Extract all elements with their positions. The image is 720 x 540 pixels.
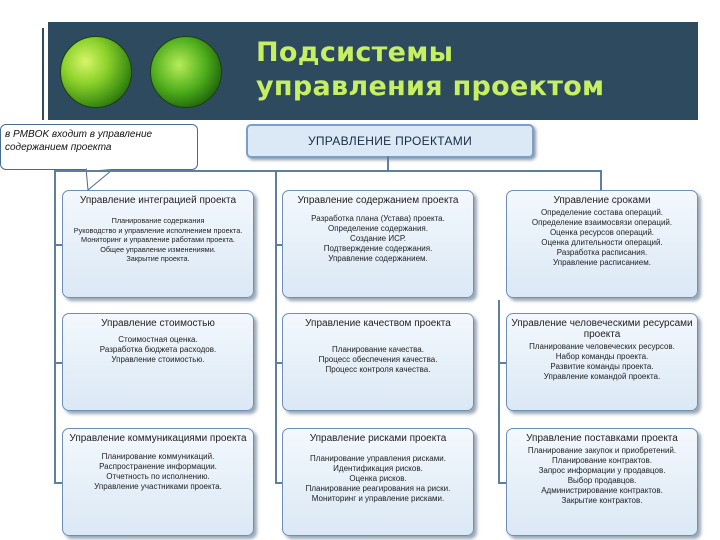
detail-line: Закрытие контрактов. bbox=[561, 496, 643, 505]
node-details: Планирование человеческих ресурсов. Набо… bbox=[511, 342, 693, 382]
callout-tail bbox=[86, 168, 113, 190]
node-details: Планирование закупок и приобретений. Пла… bbox=[511, 446, 693, 506]
detail-line: Процесс обеспечения качества. bbox=[318, 355, 438, 364]
detail-line: Управление содержанием. bbox=[328, 254, 428, 263]
connector-left-r1 bbox=[54, 244, 63, 246]
node-quality: Управление качеством проекта Планировани… bbox=[282, 313, 474, 411]
detail-line: Оценка длительности операций. bbox=[541, 238, 663, 247]
node-details: Планирование управления рисками. Идентиф… bbox=[287, 454, 469, 504]
detail-line: Планирование управления рисками. bbox=[310, 454, 446, 463]
connector-left-r2 bbox=[54, 362, 63, 364]
main-node: УПРАВЛЕНИЕ ПРОЕКТАМИ bbox=[246, 124, 534, 158]
detail-line: Планирование человеческих ресурсов. bbox=[529, 342, 675, 351]
node-title: Управление содержанием проекта bbox=[297, 195, 459, 206]
connector-horizontal bbox=[54, 170, 600, 172]
detail-line: Набор команды проекта. bbox=[555, 352, 649, 361]
detail-line: Идентификация рисков. bbox=[333, 464, 423, 473]
node-details: Определение состава операций. Определени… bbox=[511, 208, 693, 268]
node-communications: Управление коммуникациями проекта Планир… bbox=[62, 428, 254, 536]
detail-line: Планирование закупок и приобретений. bbox=[527, 446, 677, 455]
detail-line: Процесс контроля качества. bbox=[325, 365, 431, 374]
detail-line: Управление стоимостью. bbox=[111, 355, 205, 364]
detail-line: Запрос информации у продавцов. bbox=[538, 466, 666, 475]
connector-right-inner-trunk bbox=[498, 300, 500, 484]
detail-line: Планирование качества. bbox=[332, 345, 424, 354]
detail-line: Оценка ресурсов операций. bbox=[549, 228, 655, 237]
node-procurement: Управление поставками проекта Планирован… bbox=[506, 428, 698, 536]
detail-line: Отчетность по исполнению. bbox=[106, 472, 210, 481]
detail-line: Управление участниками проекта. bbox=[94, 482, 222, 491]
node-title: Управление человеческими ресурсами проек… bbox=[511, 318, 693, 340]
node-risk: Управление рисками проекта Планирование … bbox=[282, 428, 474, 536]
detail-line: Администрирование контрактов. bbox=[541, 486, 663, 495]
detail-line: Общее управление изменениями. bbox=[100, 244, 216, 254]
detail-line: Закрытие проекта. bbox=[126, 254, 190, 264]
detail-line: Планирование коммуникаций. bbox=[101, 452, 215, 461]
connector-r3-right bbox=[498, 482, 507, 484]
connector-mid-trunk bbox=[275, 170, 277, 484]
title-line-1: Подсистемы bbox=[256, 37, 454, 68]
node-integration: Управление интеграцией проекта Планирова… bbox=[62, 190, 254, 298]
node-title: Управление качеством проекта bbox=[305, 318, 451, 329]
node-title: Управление интеграцией проекта bbox=[79, 195, 237, 206]
connector-left-r3 bbox=[54, 482, 63, 484]
node-time: Управление сроками Определение состава о… bbox=[506, 190, 698, 298]
detail-line: Мониторинг и управление рисками. bbox=[311, 494, 445, 503]
detail-line: Стоимостная оценка. bbox=[118, 335, 198, 344]
detail-line: Планирование содержания bbox=[111, 216, 205, 225]
node-details: Планирование качества. Процесс обеспечен… bbox=[287, 345, 469, 375]
connector-r2r3-right bbox=[498, 362, 507, 364]
header: Подсистемы управления проектом bbox=[0, 0, 720, 120]
connector-mid-r1 bbox=[275, 244, 283, 246]
leaf-image-2 bbox=[150, 36, 222, 108]
detail-line: Планирование реагирования на риски. bbox=[305, 484, 451, 493]
leaf-image-1 bbox=[60, 36, 132, 108]
connector-left-trunk bbox=[54, 170, 56, 484]
node-scope: Управление содержанием проекта Разработк… bbox=[282, 190, 474, 298]
detail-line: Определение состава операций. bbox=[540, 208, 664, 217]
detail-line: Определение взаимосвязи операций. bbox=[531, 218, 673, 227]
detail-line: Определение содержания. bbox=[328, 224, 428, 233]
node-details: Планирование коммуникаций. Распространен… bbox=[67, 452, 249, 492]
node-title: Управление поставками проекта bbox=[526, 433, 678, 444]
node-title: Управление стоимостью bbox=[101, 318, 215, 329]
node-title: Управление сроками bbox=[553, 195, 651, 206]
detail-line: Разработка бюджета расходов. bbox=[99, 345, 217, 354]
title-line-2: управления проектом bbox=[256, 71, 605, 102]
detail-line: Разработка плана (Устава) проекта. bbox=[311, 214, 445, 223]
page-title: Подсистемы управления проектом bbox=[256, 36, 696, 104]
detail-line: Разработка расписания. bbox=[556, 248, 648, 257]
detail-line: Распространение информации. bbox=[99, 462, 217, 471]
connector-mid-r3 bbox=[275, 482, 283, 484]
node-details: Разработка плана (Устава) проекта. Опред… bbox=[287, 214, 469, 264]
detail-line: Мониторинг и управление работами проекта… bbox=[81, 235, 235, 245]
pmbok-callout: в PMBOK входит в управление содержанием … bbox=[0, 124, 198, 170]
detail-line: Управление командой проекта. bbox=[543, 372, 661, 381]
band-edge bbox=[42, 28, 44, 120]
node-title: Управление коммуникациями проекта bbox=[69, 433, 247, 444]
detail-line: Планирование контрактов. bbox=[552, 456, 652, 465]
node-hr: Управление человеческими ресурсами проек… bbox=[506, 313, 698, 411]
detail-line: Выбор продавцов. bbox=[567, 476, 637, 485]
connector-main-down bbox=[387, 156, 389, 170]
detail-line: Управление расписанием. bbox=[553, 258, 651, 267]
node-details: Стоимостная оценка. Разработка бюджета р… bbox=[67, 335, 249, 365]
node-details: Планирование содержания Руководство и уп… bbox=[67, 216, 249, 264]
detail-line: Руководство и управление исполнением про… bbox=[73, 225, 243, 235]
detail-line: Подтверждение содержания. bbox=[323, 244, 433, 253]
connector-right-trunk bbox=[600, 170, 602, 190]
connector-mid-r2 bbox=[275, 362, 283, 364]
detail-line: Создание ИСР. bbox=[350, 234, 406, 243]
detail-line: Развитие команды проекта. bbox=[550, 362, 654, 371]
node-cost: Управление стоимостью Стоимостная оценка… bbox=[62, 313, 254, 411]
node-title: Управление рисками проекта bbox=[309, 433, 447, 444]
detail-line: Оценка рисков. bbox=[349, 474, 407, 483]
